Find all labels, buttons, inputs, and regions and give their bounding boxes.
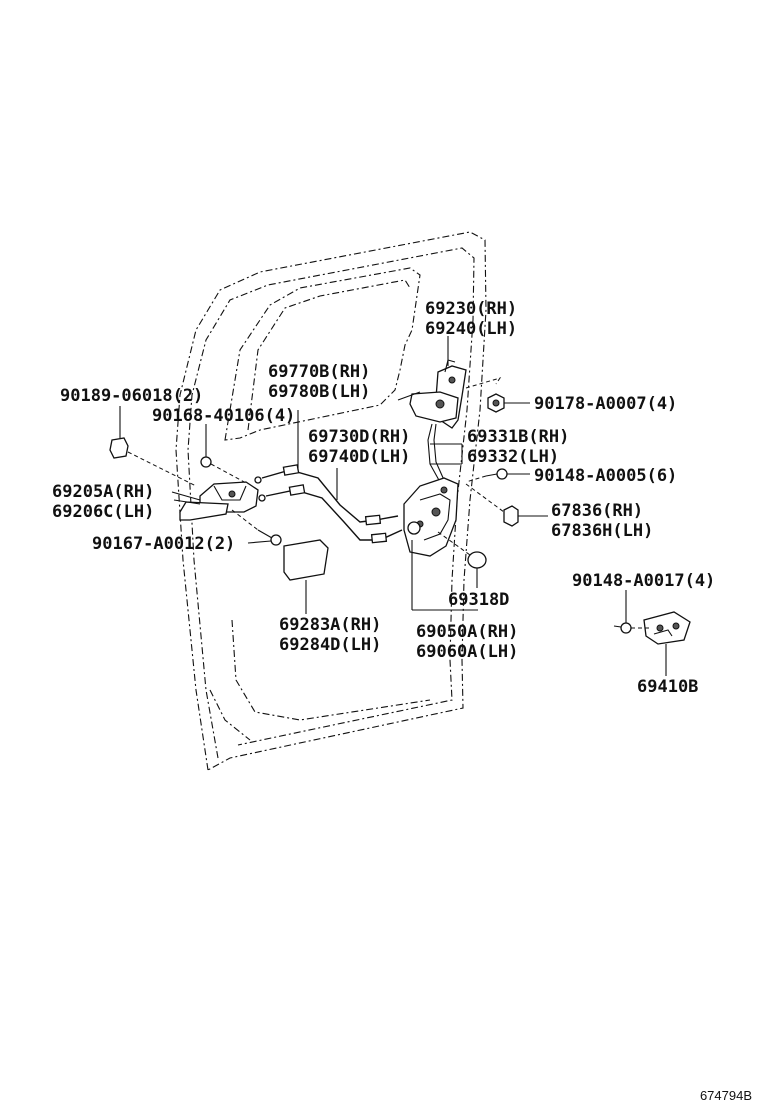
label-69206c: 69206C(LH)	[52, 502, 154, 522]
label-69284d: 69284D(LH)	[279, 635, 381, 655]
label-69770b: 69770B(RH)	[268, 362, 370, 382]
label-69283a: 69283A(RH)	[279, 615, 381, 635]
label-69240: 69240(LH)	[425, 319, 517, 339]
screw-90148-a0017	[613, 590, 650, 634]
label-90189: 90189-06018(2)	[60, 386, 203, 406]
control-cables	[254, 410, 403, 544]
label-69780b: 69780B(LH)	[268, 382, 370, 402]
screw-90148-a0005	[465, 468, 530, 483]
label-90148-a0005: 90148-A0005(6)	[534, 466, 677, 486]
label-69332: 69332(LH)	[467, 447, 559, 467]
label-69410b: 69410B	[637, 677, 698, 697]
clip-90189-06018	[109, 406, 197, 487]
door-lock-assembly-69230	[409, 359, 502, 429]
part-labels: 69230(RH) 69240(LH) 69770B(RH) 69780B(LH…	[52, 299, 715, 697]
label-69331b: 69331B(RH)	[467, 427, 569, 447]
cover-69283a	[283, 539, 329, 614]
label-69060a: 69060A(LH)	[416, 642, 518, 662]
label-90178: 90178-A0007(4)	[534, 394, 677, 414]
leader-lines	[173, 336, 449, 505]
label-69740d: 69740D(LH)	[308, 447, 410, 467]
label-69318d: 69318D	[448, 590, 509, 610]
label-69205a: 69205A(RH)	[52, 482, 154, 502]
rod-69331b	[427, 423, 463, 483]
label-69050a: 69050A(RH)	[416, 622, 518, 642]
label-90167: 90167-A0012(2)	[92, 534, 235, 554]
cushion-67836	[465, 483, 548, 527]
label-67836: 67836(RH)	[551, 501, 643, 521]
diagram-reference-code: 674794B	[700, 1088, 752, 1103]
label-69230: 69230(RH)	[425, 299, 517, 319]
striker-69410b	[643, 611, 691, 676]
label-90148-a0017: 90148-A0017(4)	[572, 571, 715, 591]
label-69730d: 69730D(RH)	[308, 427, 410, 447]
label-67836h: 67836H(LH)	[551, 521, 653, 541]
bolt-90167-a0012	[231, 509, 282, 546]
inside-handle-69205a	[171, 481, 259, 521]
hole-plug-69318d	[437, 531, 487, 588]
nut-90178	[487, 393, 530, 413]
door-outline	[175, 231, 487, 771]
screw-90168-40106	[200, 424, 249, 485]
label-90168: 90168-40106(4)	[152, 406, 295, 426]
